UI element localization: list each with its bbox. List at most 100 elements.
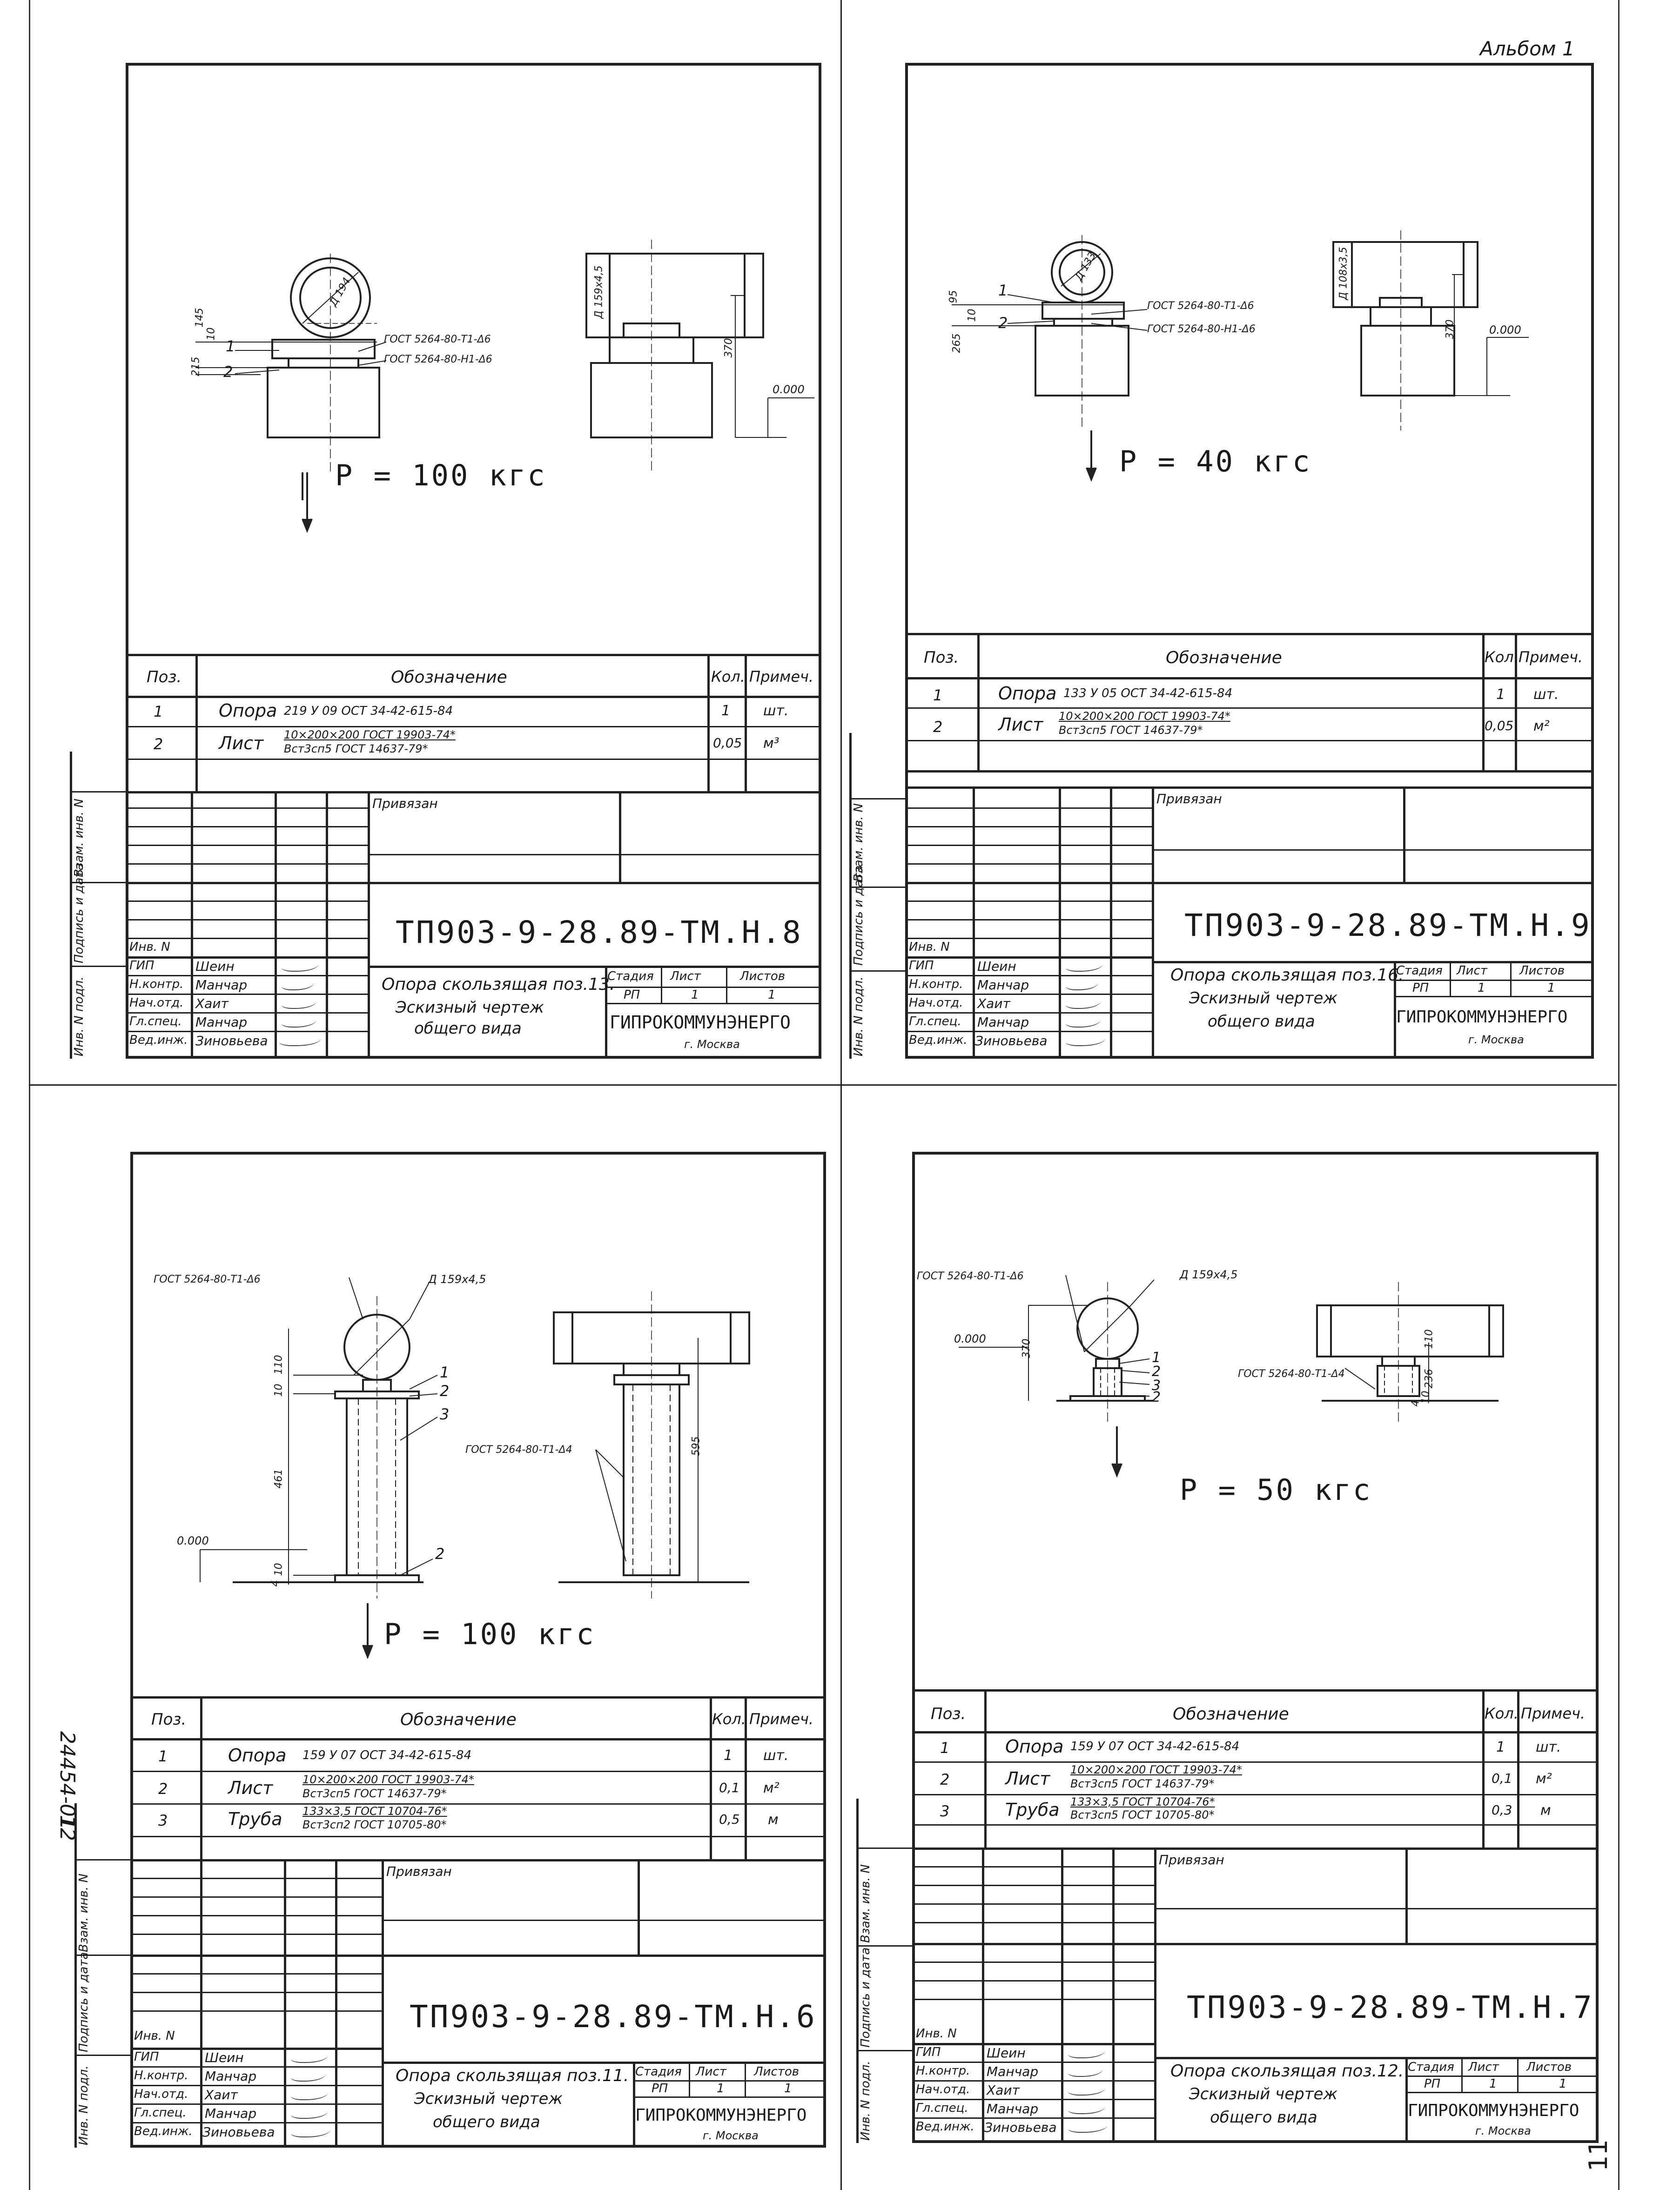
role: Вед.инж. (134, 2124, 193, 2138)
dim-h2: 10 (966, 309, 978, 322)
pos-2: 2 (223, 363, 233, 381)
signature (282, 996, 316, 1009)
role: Нач.отд. (129, 996, 184, 1010)
listov-value: 1 (768, 988, 776, 1002)
privyazan-label: Привязан (1159, 1852, 1224, 1868)
list-value: 1 (1489, 2077, 1497, 2091)
stadiya-label: Стадия (635, 2065, 682, 2079)
row-spec: 133 У 05 ОСТ 34-42-615-84 (1063, 686, 1233, 700)
person-name: Манчар (977, 977, 1029, 993)
role: ГИП (916, 2045, 941, 2059)
weld-gost-1: ГОСТ 5264-80-Т1-Δ6 (154, 1274, 261, 1285)
row-name: Опора (998, 683, 1057, 704)
drawing-sheet-tm-h7: Д 159х4,5 ГОСТ 5264-80-Т1-Δ6 ГОСТ 5264-8… (856, 1152, 1601, 2166)
list-value: 1 (717, 2082, 725, 2096)
pos-2: 2 (440, 1382, 450, 1400)
row-kol: 1 (1496, 686, 1505, 703)
person-name: Манчар (205, 2106, 257, 2121)
load-label: P = 100 кгс (335, 458, 547, 492)
support-drawing-tm-h8 (195, 240, 814, 533)
row-kol: 0,3 (1492, 1802, 1512, 1818)
pos-2: 2 (1152, 1364, 1161, 1380)
hdr-kol: Кол. (712, 1710, 746, 1728)
role: Н.контр. (134, 2069, 188, 2083)
drawing-code: ТП903-9-28.89-ТМ.Н.8 (396, 914, 803, 950)
signature (1068, 2083, 1105, 2096)
middle-divider (29, 1084, 1617, 1086)
hdr-oboznachenie: Обозначение (391, 668, 507, 687)
side-label: Подпись и дата (72, 863, 86, 963)
load-label: P = 100 кгс (384, 1617, 596, 1651)
person-name: Хаит (977, 996, 1010, 1011)
dim-h2: 10 (205, 327, 217, 341)
signature (279, 1033, 321, 1046)
album-label: Альбом 1 (1480, 37, 1575, 60)
row-spec: 10×200×200 ГОСТ 19903-74* (302, 1773, 474, 1786)
load-label: P = 50 кгс (1180, 1473, 1372, 1507)
drawing-sheet-tm-h6: Д 159х4,5 ГОСТ 5264-80-Т1-Δ6 ГОСТ 5264-8… (74, 1152, 828, 2166)
dim-elev: 0.000 (1489, 323, 1521, 336)
signature (291, 2069, 326, 2082)
row-prim: м² (763, 1780, 780, 1796)
listov-label: Листов (740, 969, 786, 983)
listov-label: Листов (1526, 2060, 1572, 2074)
row-spec: 133×3,5 ГОСТ 10704-76* (302, 1805, 447, 1818)
role: Н.контр. (916, 2064, 970, 2078)
row-kol: 0,05 (713, 735, 742, 751)
row-kol: 1 (1496, 1739, 1505, 1755)
hdr-primech: Примеч. (749, 668, 814, 685)
row-kol: 0,05 (1485, 718, 1514, 733)
drawing-sheet-tm-h8: Д 194 Д 159х4,5 145 10 215 370 0.000 ГОС… (70, 63, 824, 1077)
inv-n-label: Инв. N (916, 2027, 957, 2041)
list-label: Лист (696, 2065, 726, 2079)
drawing-sheet-tm-h9: Д 133 Д 108х3,5 95 10 265 370 0.000 ГОСТ… (849, 63, 1594, 1077)
row-poz: 1 (154, 703, 163, 720)
row-name: Опора (1005, 1736, 1064, 1757)
person-name: Зиновьева (984, 2120, 1057, 2135)
hdr-kol: Кол. (1485, 1705, 1519, 1722)
person-name: Шеин (977, 959, 1016, 974)
weld-gost-1: ГОСТ 5264-80-Т1-Δ6 (917, 1270, 1024, 1282)
dim-elev: 0.000 (773, 383, 805, 396)
stadiya-label: Стадия (1408, 2060, 1454, 2074)
drawing-subtitle: общего вида (414, 1019, 522, 1038)
signature (291, 2124, 330, 2137)
signature (1066, 959, 1103, 972)
hdr-poz: Поз. (924, 648, 959, 667)
row-spec: 133×3,5 ГОСТ 10704-76* (1070, 1795, 1215, 1808)
side-label: Взам. инв. N (77, 1874, 91, 1952)
drawing-subtitle: Эскизный чертеж (396, 998, 544, 1017)
role: Нач.отд. (134, 2087, 188, 2101)
weld-gost-2: ГОСТ 5264-80-Н1-Δ6 (1147, 323, 1256, 335)
drawing-subtitle: общего вида (1208, 1012, 1315, 1031)
hdr-primech: Примеч. (1521, 1705, 1586, 1722)
person-name: Зиновьева (195, 1033, 268, 1048)
org-city: г. Москва (684, 1038, 740, 1051)
person-name: Зиновьева (975, 1033, 1048, 1048)
dim-h5: 4 (269, 1580, 282, 1587)
row-poz: 1 (933, 686, 943, 704)
row-poz: 3 (940, 1802, 950, 1820)
inv-n-label: Инв. N (909, 940, 950, 954)
dim-elev: 0.000 (954, 1332, 986, 1345)
row-prim: шт. (1533, 686, 1559, 703)
signature (1066, 996, 1101, 1009)
listov-value: 1 (784, 2082, 792, 2096)
pos-1: 1 (226, 337, 235, 355)
row-spec2: Вст3сп5 ГОСТ 14637-79* (1059, 724, 1203, 737)
hdr-primech: Примеч. (1519, 648, 1583, 666)
support-drawing-tm-h7 (959, 1275, 1504, 1478)
side-label: Взам. инв. N (859, 1864, 873, 1943)
signature (1068, 2101, 1105, 2114)
list-value: 1 (1478, 981, 1485, 995)
dim-height: 595 (690, 1436, 702, 1456)
pos-1: 1 (1152, 1350, 1161, 1366)
row-name: Лист (219, 733, 264, 753)
list-label: Лист (670, 969, 701, 983)
org-name: ГИПРОКОММУНЭНЕРГО (1396, 1008, 1568, 1027)
inv-n-label: Инв. N (129, 940, 170, 954)
row-spec2: Вст3сп5 ГОСТ 14637-79* (1070, 1777, 1215, 1790)
hdr-kol: Кол. (1485, 648, 1519, 666)
role: Вед.инж. (129, 1033, 188, 1047)
row-name: Лист (1005, 1768, 1050, 1789)
